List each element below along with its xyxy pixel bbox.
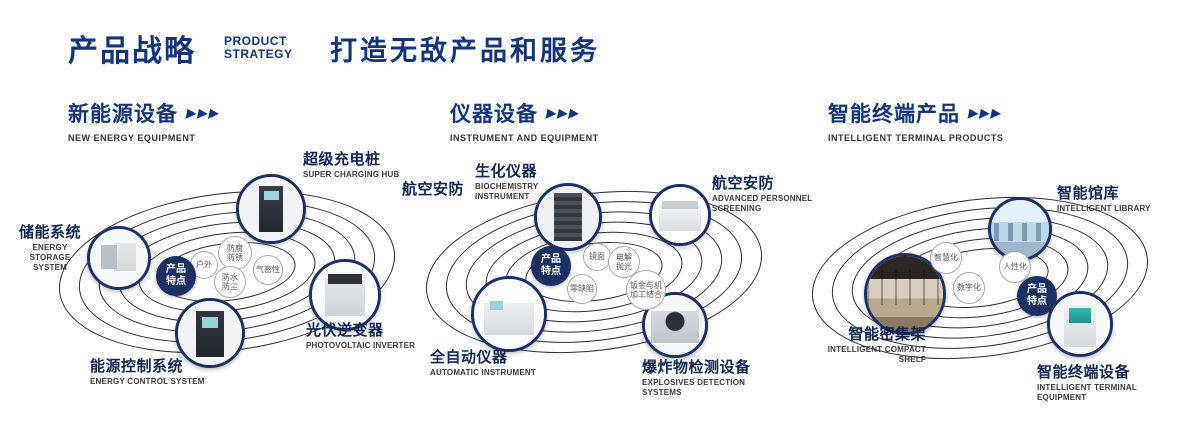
compact-shelf-art bbox=[867, 256, 943, 332]
feature-bubble-label: 智慧化 bbox=[934, 253, 958, 263]
energy-storage-image bbox=[87, 226, 151, 290]
feature-bubble: 气密性 bbox=[253, 255, 283, 285]
section-subtitle-instrument: INSTRUMENT AND EQUIPMENT bbox=[450, 133, 599, 143]
feature-bubble: 数字化 bbox=[953, 272, 985, 304]
item-label-en: AUTOMATIC INSTRUMENT bbox=[430, 368, 536, 378]
item-label-cn: 储能系统 bbox=[18, 224, 81, 241]
intelligent-library-label: 智能馆库 INTELLIGENT LIBRARY bbox=[1057, 185, 1151, 214]
feature-bubble-label: 电解抛光 bbox=[616, 252, 632, 271]
super-charging-hub-image bbox=[236, 174, 306, 244]
item-label-cn: 智能馆库 bbox=[1057, 185, 1120, 202]
page-subtitle: 打造无敌产品和服务 bbox=[330, 36, 600, 66]
item-label-en: BIOCHEMISTRY INSTRUMENT bbox=[475, 182, 539, 202]
feature-bubble-label: 防腐防锈 bbox=[227, 243, 243, 262]
feature-bubble-label: 气密性 bbox=[256, 265, 280, 275]
feature-bubble: 电解抛光 bbox=[608, 246, 640, 278]
section-title-instrument: 仪器设备 bbox=[450, 103, 538, 126]
automatic-machine-art bbox=[474, 279, 544, 349]
charging-pile-art bbox=[239, 177, 303, 241]
item-label-en: ENERGY STORAGE SYSTEM bbox=[29, 243, 71, 273]
energy-storage-label: 储能系统 ENERGY STORAGE SYSTEM bbox=[12, 224, 88, 273]
page-title-en-line2: STRATEGY bbox=[224, 46, 293, 61]
product-features-badge: 产品特点 bbox=[531, 246, 571, 286]
page-title-en-line1: PRODUCT bbox=[224, 34, 287, 48]
section-title-intelligent-terminal: 智能终端产品 bbox=[828, 103, 960, 126]
feature-bubble-label: 零缺陷 bbox=[570, 284, 594, 294]
feature-bubble-label: 钣金与机加工结合 bbox=[630, 280, 662, 299]
feature-bubble: 钣金与机加工结合 bbox=[626, 270, 666, 310]
instrument-rack-art bbox=[537, 186, 599, 248]
feature-bubble-label: 户外 bbox=[196, 260, 212, 270]
item-label-cn: 智能密集架 bbox=[848, 326, 926, 343]
item-label-en: ENERGY CONTROL SYSTEM bbox=[90, 377, 205, 387]
intelligent-compact-shelf-image bbox=[864, 253, 946, 335]
section-header-intelligent-terminal: 智能终端产品 ▶▶▶ INTELLIGENT TERMINAL PRODUCTS bbox=[828, 98, 1005, 143]
feature-bubble: 防水防尘 bbox=[214, 266, 246, 298]
control-cabinet-art bbox=[178, 301, 242, 365]
feature-bubble-label: 人性化 bbox=[1003, 262, 1027, 272]
section-header-instrument: 仪器设备 ▶▶▶ INSTRUMENT AND EQUIPMENT bbox=[450, 98, 599, 143]
feature-bubble-label: 镜面 bbox=[589, 252, 605, 262]
page-title: 产品战略 bbox=[68, 35, 196, 68]
item-label-cn: 生化仪器 bbox=[475, 163, 538, 180]
feature-bubble: 智慧化 bbox=[930, 242, 962, 274]
intelligent-library-image bbox=[988, 197, 1052, 261]
item-label-cn: 全自动仪器 bbox=[430, 349, 508, 366]
personnel-screening-label: 航空安防 ADVANCED PERSONNEL SCREENING bbox=[712, 175, 824, 214]
product-features-badge: 产品特点 bbox=[1017, 276, 1057, 316]
personnel-screening-image bbox=[649, 184, 711, 246]
item-label-cn: 爆炸物检测设备 bbox=[642, 359, 751, 376]
intelligent-terminal-image bbox=[1047, 291, 1113, 357]
item-label-en: SUPER CHARGING HUB bbox=[303, 170, 400, 180]
intelligent-compact-shelf-label: 智能密集架 INTELLIGENT COMPACT SHELF bbox=[818, 326, 926, 365]
item-label-en: INTELLIGENT COMPACT SHELF bbox=[827, 345, 926, 365]
library-room-art bbox=[991, 200, 1049, 258]
feature-bubble-label: 防水防尘 bbox=[222, 272, 238, 291]
feature-bubble: 镜面 bbox=[583, 243, 611, 271]
screening-machine-art bbox=[652, 187, 708, 243]
photovoltaic-inverter-label: 光伏逆变器 PHOTOVOLTAIC INVERTER bbox=[306, 322, 415, 351]
section-subtitle-new-energy: NEW ENERGY EQUIPMENT bbox=[68, 133, 196, 143]
product-features-badge: 产品特点 bbox=[156, 256, 196, 296]
biochemistry-instrument-image bbox=[534, 183, 602, 251]
automatic-instrument-image bbox=[471, 276, 547, 352]
section-title-new-energy: 新能源设备 bbox=[68, 103, 178, 126]
item-label-cn: 智能终端设备 bbox=[1037, 364, 1131, 381]
biochemistry-instrument-label: 生化仪器 BIOCHEMISTRY INSTRUMENT bbox=[475, 163, 567, 202]
item-label-cn: 超级充电桩 bbox=[303, 151, 381, 168]
page-title-en: PRODUCT STRATEGY bbox=[224, 35, 292, 60]
photovoltaic-inverter-image bbox=[309, 259, 381, 331]
item-label-en: EXPLOSIVES DETECTION SYSTEMS bbox=[642, 378, 746, 398]
terminal-kiosk-art bbox=[1050, 294, 1110, 354]
feature-bubble: 零缺陷 bbox=[567, 274, 597, 304]
aviation-security-label-left: 航空安防 bbox=[402, 181, 465, 198]
triple-arrow-icon: ▶▶▶ bbox=[185, 106, 223, 120]
product-features-badge-label: 产品特点 bbox=[541, 254, 561, 277]
item-label-en: ADVANCED PERSONNEL SCREENING bbox=[712, 194, 813, 214]
feature-bubble-label: 数字化 bbox=[957, 283, 981, 293]
explosives-detection-image bbox=[642, 292, 708, 358]
energy-control-label: 能源控制系统 ENERGY CONTROL SYSTEM bbox=[90, 358, 205, 387]
item-label-cn: 光伏逆变器 bbox=[306, 322, 384, 339]
triple-arrow-icon: ▶▶▶ bbox=[545, 106, 583, 120]
automatic-instrument-label: 全自动仪器 AUTOMATIC INSTRUMENT bbox=[430, 349, 536, 378]
item-label-cn: 航空安防 bbox=[712, 175, 775, 192]
section-subtitle-intelligent-terminal: INTELLIGENT TERMINAL PRODUCTS bbox=[828, 133, 1004, 143]
item-label-cn: 能源控制系统 bbox=[90, 358, 184, 375]
triple-arrow-icon: ▶▶▶ bbox=[967, 106, 1005, 120]
feature-bubble: 人性化 bbox=[999, 251, 1031, 283]
energy-control-image bbox=[175, 298, 245, 368]
explosives-detection-label: 爆炸物检测设备 EXPLOSIVES DETECTION SYSTEMS bbox=[642, 359, 782, 398]
item-label-en: PHOTOVOLTAIC INVERTER bbox=[306, 341, 416, 351]
intelligent-terminal-label: 智能终端设备 INTELLIGENT TERMINAL EQUIPMENT bbox=[1037, 364, 1187, 403]
inverter-cabinet-art bbox=[312, 262, 378, 328]
storage-cabinet-art bbox=[90, 229, 148, 287]
product-features-badge-label: 产品特点 bbox=[1027, 284, 1047, 307]
super-charging-hub-label: 超级充电桩 SUPER CHARGING HUB bbox=[303, 151, 400, 180]
item-label-en: INTELLIGENT TERMINAL EQUIPMENT bbox=[1037, 383, 1137, 403]
feature-bubble: 防腐防锈 bbox=[218, 236, 252, 270]
item-label-en: INTELLIGENT LIBRARY bbox=[1057, 204, 1151, 214]
product-features-badge-label: 产品特点 bbox=[166, 264, 186, 287]
section-header-new-energy: 新能源设备 ▶▶▶ NEW ENERGY EQUIPMENT bbox=[68, 98, 223, 143]
